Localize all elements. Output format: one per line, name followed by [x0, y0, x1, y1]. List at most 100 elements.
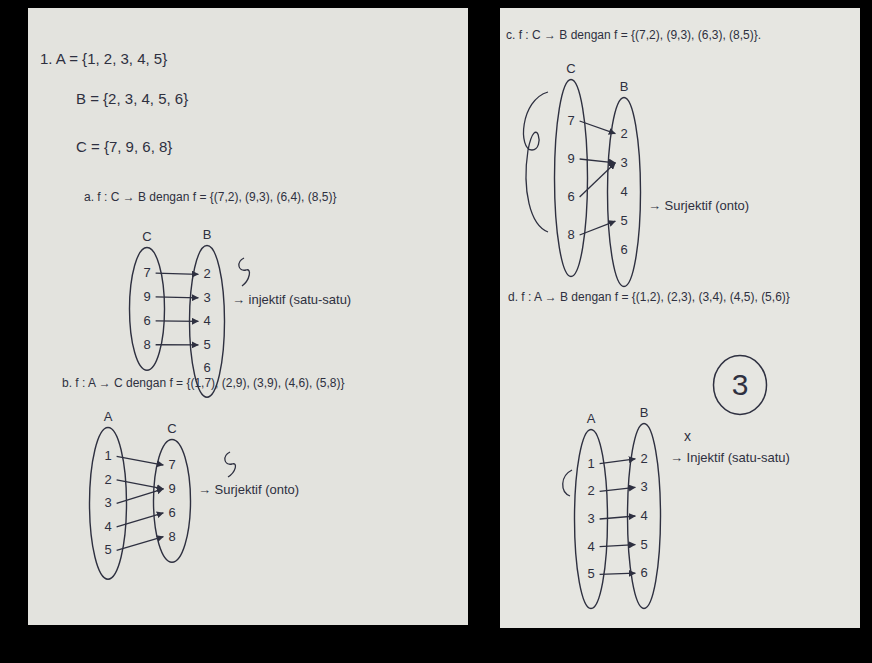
mapping-arrow	[580, 159, 616, 163]
set-element: 2	[101, 471, 114, 489]
note-line: d. f : A → B dengan f = {(1,2), (2,3), (…	[508, 290, 790, 305]
note-line: → Injektif (satu-satu)	[670, 450, 790, 466]
set-element: 4	[200, 312, 213, 330]
set-element: 3	[617, 154, 630, 172]
element-number: 8	[567, 227, 574, 242]
set-name: A	[104, 409, 113, 424]
set-oval: B23456	[626, 404, 662, 610]
set-ellipse	[555, 80, 588, 277]
mapping-arrow	[156, 320, 199, 322]
set-element: 1	[101, 447, 114, 465]
set-heading: C	[128, 228, 166, 246]
element-number: 1	[104, 448, 111, 463]
note-line: x	[684, 428, 691, 446]
element-number: 2	[203, 266, 210, 281]
set-outline	[128, 246, 166, 372]
handwritten-text: → injektif (satu-satu)	[232, 292, 351, 307]
element-number: 9	[168, 481, 175, 496]
set-element: 2	[584, 482, 597, 500]
element-number: 4	[104, 519, 111, 534]
set-element: 8	[564, 226, 577, 244]
note-line: 1. A = {1, 2, 3, 4, 5}	[40, 50, 167, 69]
set-element: 9	[165, 480, 178, 498]
set-name: B	[620, 79, 629, 94]
left-paper	[28, 8, 468, 625]
set-element: 9	[564, 150, 577, 168]
handwritten-text: a. f : C → B dengan f = {(7,2), (9,3), (…	[84, 190, 336, 204]
set-element: 8	[165, 528, 178, 546]
note-line: b. f : A → C dengan f = {(1,7), (2,9), (…	[62, 376, 344, 391]
mapping-arrow	[117, 480, 164, 489]
element-number: 1	[587, 456, 594, 471]
handwritten-text: → Injektif (satu-satu)	[670, 450, 790, 465]
set-element: 6	[617, 241, 630, 259]
set-element: 5	[101, 541, 114, 559]
element-number: 7	[168, 457, 175, 472]
set-element: 4	[101, 518, 114, 536]
element-number: 5	[104, 542, 111, 557]
note-line: → injektif (satu-satu)	[232, 292, 351, 308]
element-number: 2	[620, 126, 627, 141]
element-number: 2	[104, 472, 111, 487]
set-element: 7	[564, 112, 577, 130]
element-number: 8	[168, 529, 175, 544]
mapping-arrow	[600, 573, 636, 574]
set-heading: A	[88, 408, 128, 426]
mapping-arrow	[117, 513, 164, 527]
note-line: → Surjektif (onto)	[648, 198, 749, 214]
note-line: C = {7, 9, 6, 8}	[76, 138, 172, 157]
set-element: 6	[637, 564, 650, 582]
set-oval: C 7 9 6 8	[553, 60, 589, 278]
element-number: 6	[567, 189, 574, 204]
element-number: 2	[587, 483, 594, 498]
element-number: 4	[203, 313, 210, 328]
handwritten-text: 1. A = {1, 2, 3, 4, 5}	[40, 50, 167, 67]
set-ellipse	[608, 98, 641, 287]
set-heading: B	[606, 78, 642, 96]
mapping-arrow	[580, 163, 616, 197]
circle-ellipse	[714, 356, 767, 415]
set-name: C	[566, 61, 575, 76]
set-heading: C	[152, 420, 192, 438]
set-element: 6	[564, 188, 577, 206]
set-ellipse	[575, 430, 608, 609]
set-heading: A	[573, 410, 609, 428]
set-element: 2	[617, 125, 630, 143]
set-oval: A12345	[88, 408, 128, 581]
set-element: 3	[200, 289, 213, 307]
set-ellipse	[90, 428, 127, 580]
handwritten-text: C = {7, 9, 6, 8}	[76, 138, 172, 155]
element-number: 3	[640, 479, 647, 494]
element-number: 7	[567, 113, 574, 128]
set-name: C	[167, 421, 176, 436]
right-paper	[500, 8, 860, 628]
set-element: 9	[140, 288, 153, 306]
set-oval: C7968	[128, 228, 166, 372]
element-number: 6	[203, 360, 210, 375]
element-number: 6	[620, 242, 627, 257]
set-element: 4	[637, 507, 650, 525]
element-number: 4	[587, 539, 594, 554]
set-oval: B 2 3 4 5 6	[606, 78, 642, 288]
set-element: 3	[584, 510, 597, 528]
element-number: 4	[620, 184, 627, 199]
set-element: 5	[584, 565, 597, 583]
element-number: 7	[143, 265, 150, 280]
set-name: B	[640, 405, 649, 420]
element-number: 9	[143, 289, 150, 304]
handwritten-text: d. f : A → B dengan f = {(1,2), (2,3), (…	[508, 290, 790, 304]
set-ellipse	[628, 424, 661, 609]
handwritten-text: B = {2, 3, 4, 5, 6}	[76, 90, 188, 107]
mapping-arrow	[156, 296, 199, 298]
mapping-arrow	[117, 489, 164, 503]
set-outline	[152, 438, 192, 564]
set-ellipse	[154, 440, 191, 563]
set-element: 4	[584, 538, 597, 556]
set-element: 3	[637, 478, 650, 496]
set-element: 5	[617, 212, 630, 230]
element-number: 9	[567, 151, 574, 166]
element-number: 5	[640, 537, 647, 552]
set-name: A	[587, 411, 596, 426]
element-number: 4	[640, 508, 647, 523]
